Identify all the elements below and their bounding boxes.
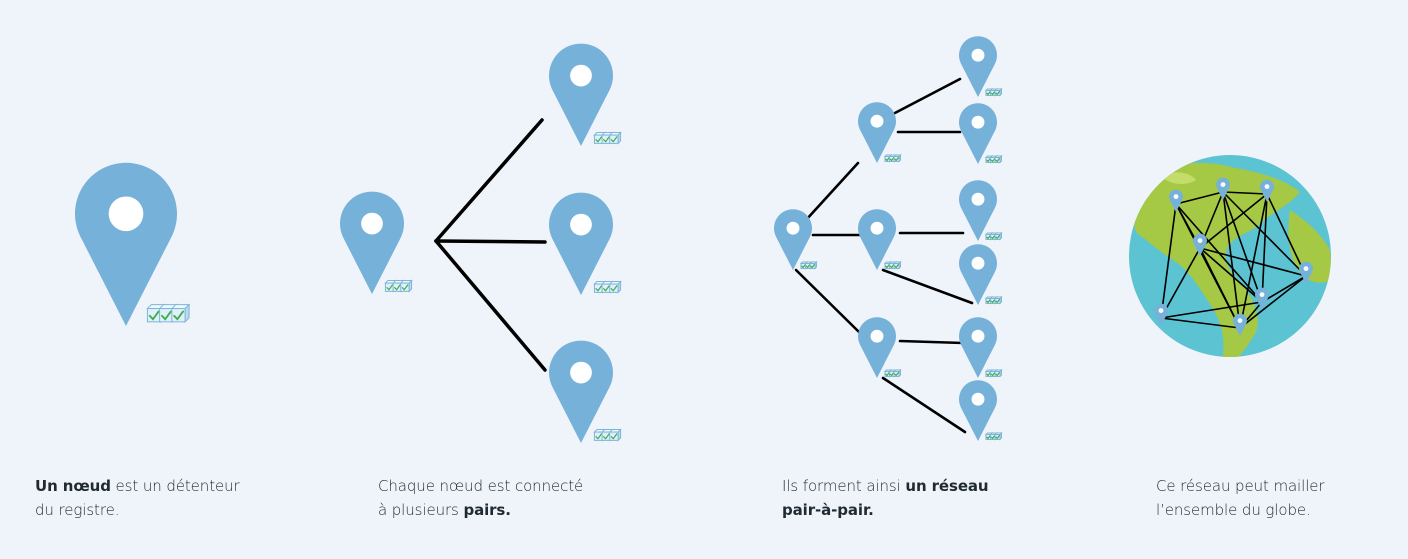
connection-line xyxy=(1239,275,1307,329)
node-pins xyxy=(74,36,1003,443)
map-pin-icon xyxy=(1216,177,1230,200)
connection-lines xyxy=(434,77,974,434)
caption-text: l’ensemble du globe. xyxy=(1156,501,1311,519)
connection-line xyxy=(1222,191,1268,195)
caption-text: Ils forment ainsi xyxy=(782,477,906,495)
caption-text: du registre. xyxy=(35,501,120,519)
ledger-blocks-icon xyxy=(984,368,1003,378)
caption-peers: Chaque nœud est connecté à plusieurs pai… xyxy=(378,474,638,522)
ledger-blocks-icon xyxy=(984,431,1003,441)
ledger-blocks-icon xyxy=(593,131,622,145)
map-pin-icon xyxy=(74,162,191,326)
connection-line xyxy=(434,239,547,372)
connection-line xyxy=(881,376,967,434)
connection-line xyxy=(1199,247,1307,277)
connection-line xyxy=(1160,247,1201,319)
connection-line xyxy=(1266,193,1307,277)
ledger-blocks-icon xyxy=(883,368,902,378)
connection-line xyxy=(1261,275,1307,303)
ledger-blocks-icon xyxy=(593,428,622,442)
ledger-blocks-icon xyxy=(146,303,191,324)
ledger-blocks-icon xyxy=(593,280,622,294)
map-pin-icon xyxy=(858,209,902,270)
map-pin-icon xyxy=(858,317,902,378)
map-pin-icon xyxy=(1154,303,1168,326)
ledger-blocks-icon xyxy=(883,153,902,163)
connection-line xyxy=(891,77,962,116)
caption-bold: pair-à-pair. xyxy=(782,501,874,519)
map-pin-icon xyxy=(1260,179,1274,202)
connection-line xyxy=(1222,191,1263,303)
map-pin-icon xyxy=(1233,313,1247,336)
connection-line xyxy=(1261,193,1268,303)
ledger-blocks-icon xyxy=(883,260,902,270)
map-pin-icon xyxy=(549,192,622,295)
caption-bold: Un nœud xyxy=(35,477,111,495)
caption-node-holder: Un nœud est un détenteur du registre. xyxy=(35,474,295,522)
map-pin-icon xyxy=(959,36,1003,97)
connection-line xyxy=(1222,191,1241,329)
globe-icon xyxy=(1129,155,1331,357)
connection-line xyxy=(1199,247,1263,303)
caption-bold: pairs. xyxy=(463,501,511,519)
connection-line xyxy=(794,268,862,335)
map-pin-icon xyxy=(959,103,1003,164)
map-pin-icon xyxy=(858,102,902,163)
caption-bold: un réseau xyxy=(905,477,989,495)
connection-line xyxy=(1160,301,1263,319)
ledger-blocks-icon xyxy=(984,87,1003,97)
map-pin-icon xyxy=(340,191,413,294)
connection-line xyxy=(881,268,974,305)
caption-text: Ce réseau peut mailler xyxy=(1156,477,1325,495)
ledger-blocks-icon xyxy=(984,154,1003,164)
connection-line xyxy=(1199,247,1241,329)
caption-p2p-network: Ils forment ainsi un réseau pair-à-pair. xyxy=(782,474,1042,522)
ledger-blocks-icon xyxy=(384,279,413,293)
map-pin-icon xyxy=(1193,233,1207,256)
connection-line xyxy=(1175,191,1224,205)
caption-text: est un détenteur xyxy=(110,477,240,495)
connection-line xyxy=(434,118,544,243)
connection-line xyxy=(804,161,860,222)
map-pin-icon xyxy=(774,209,818,270)
caption-text: Chaque nœud est connecté xyxy=(378,477,584,495)
ledger-blocks-icon xyxy=(799,260,818,270)
map-pin-icon xyxy=(549,340,622,443)
map-pin-icon xyxy=(1299,261,1313,284)
map-pin-icon xyxy=(959,317,1003,378)
connection-line xyxy=(1160,317,1241,329)
connection-line xyxy=(898,339,965,345)
connection-line xyxy=(1160,203,1177,319)
caption-text: à plusieurs xyxy=(378,501,464,519)
map-pin-icon xyxy=(959,180,1003,241)
ledger-blocks-icon xyxy=(984,231,1003,241)
map-pin-icon xyxy=(549,43,622,146)
caption-global-mesh: Ce réseau peut mailler l’ensemble du glo… xyxy=(1156,474,1386,522)
connection-line xyxy=(434,239,547,244)
map-pin-icon xyxy=(1169,189,1183,212)
ledger-blocks-icon xyxy=(984,295,1003,305)
connection-line xyxy=(1239,193,1268,329)
map-pin-icon xyxy=(1255,287,1269,310)
map-pin-icon xyxy=(959,244,1003,305)
map-pin-icon xyxy=(959,380,1003,441)
